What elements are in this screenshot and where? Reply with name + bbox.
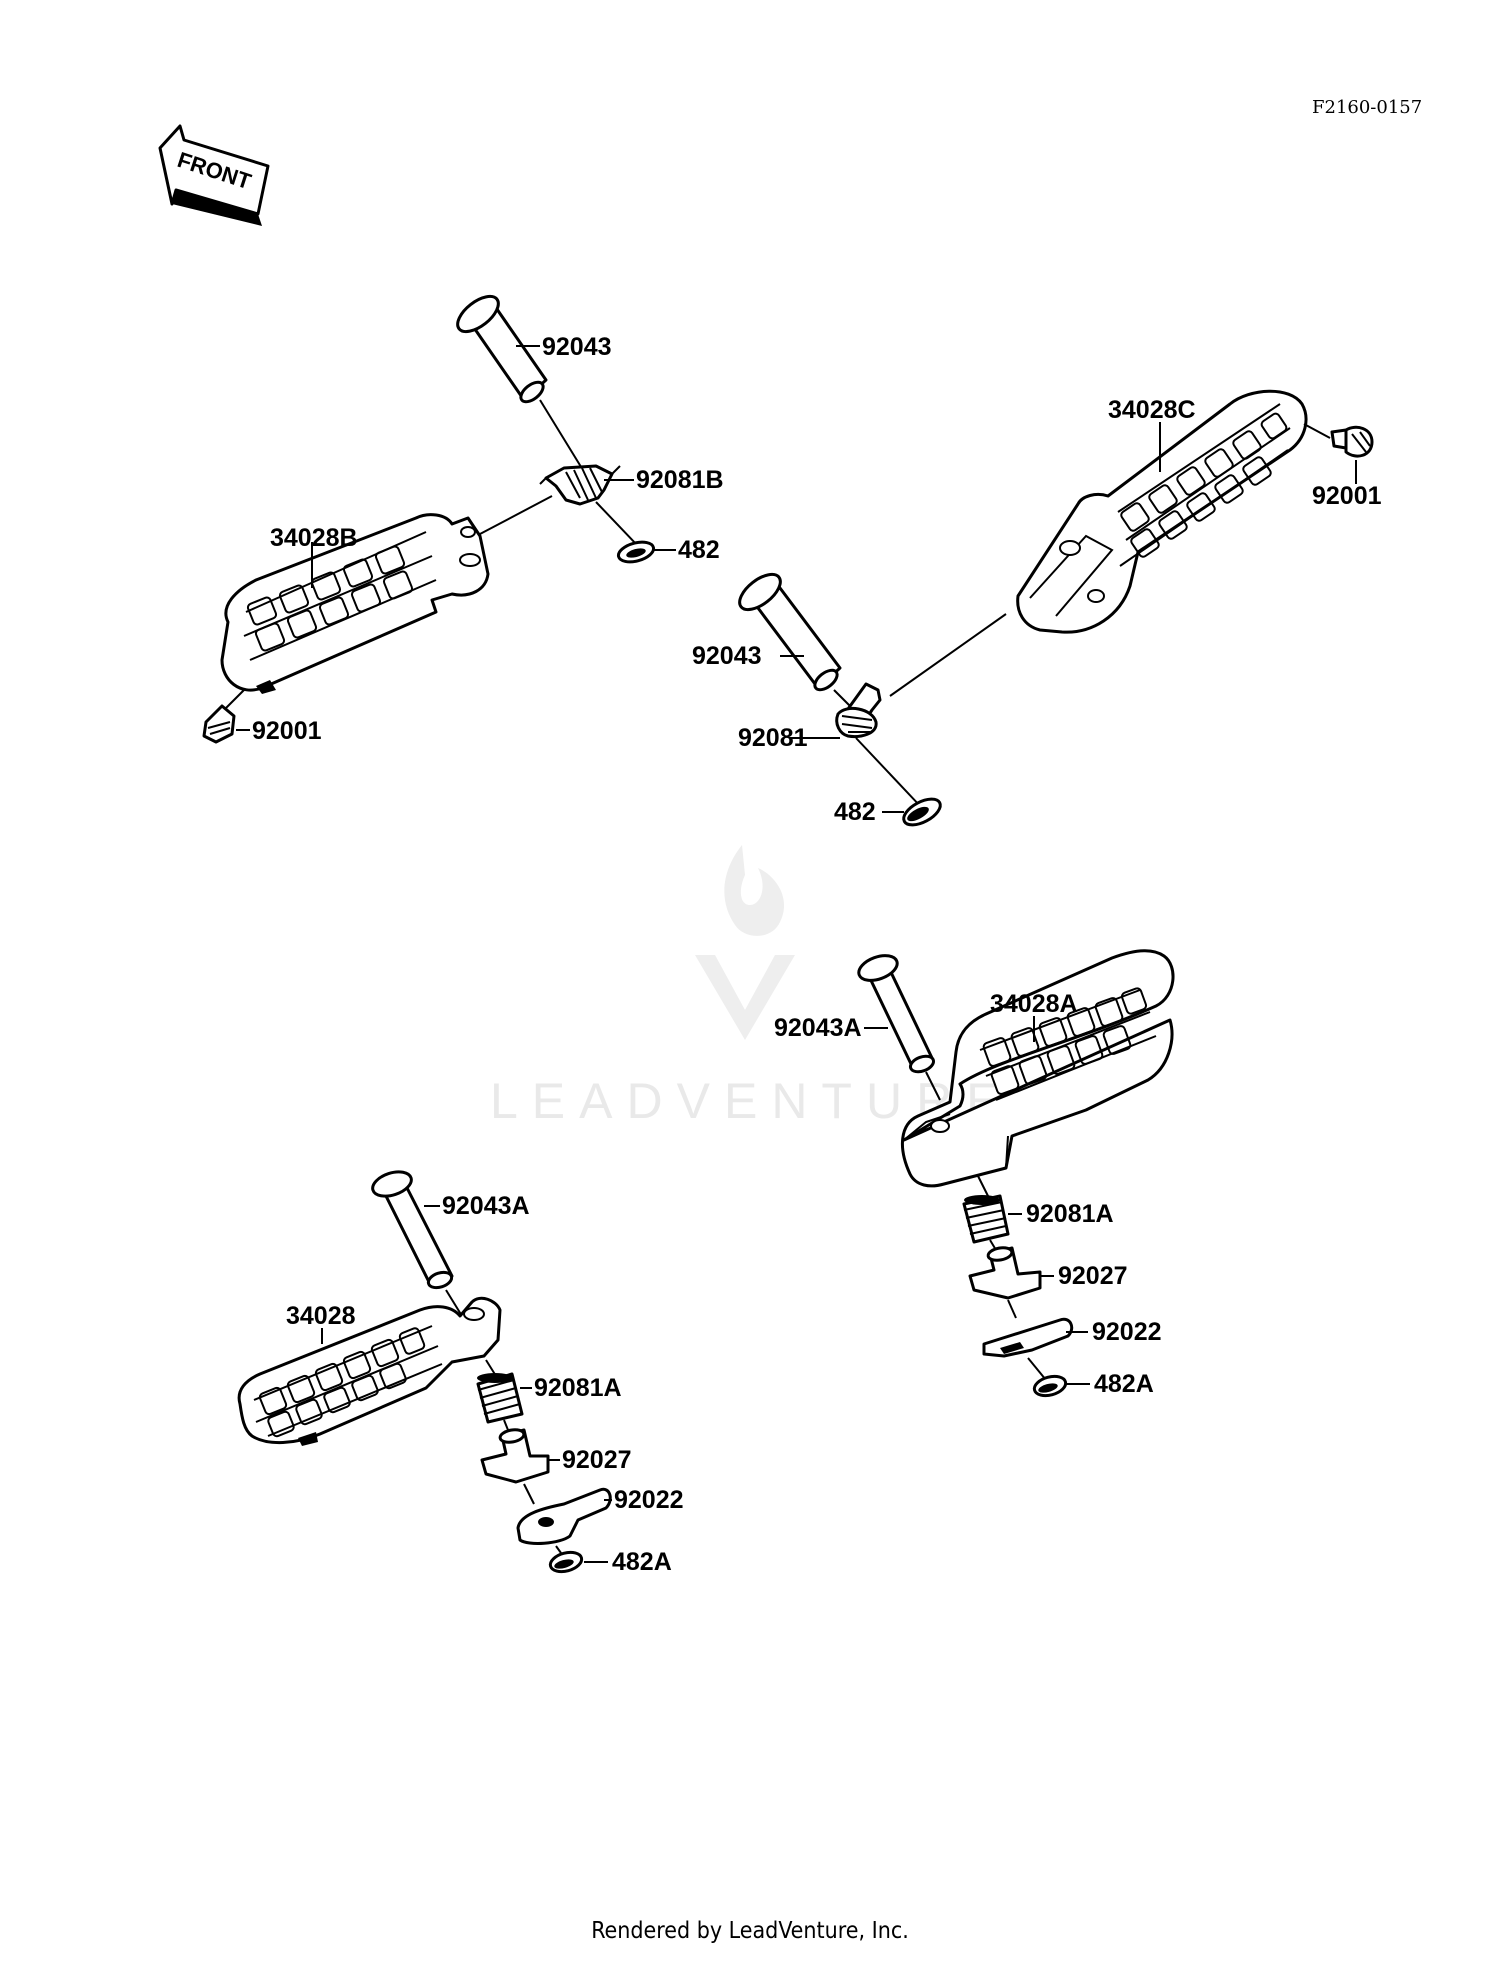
callout-92081: 92081	[738, 724, 808, 752]
callout-92043a: 92043A	[442, 1192, 530, 1220]
assembly-upper-left: 92043 92081B 482 34028B 92001	[202, 294, 724, 745]
assembly-lower-right: 92043A 34028A 92081A 92027 92022 482A	[774, 949, 1175, 1398]
callout-92043: 92043	[542, 333, 612, 361]
callout-92001: 92001	[1312, 482, 1382, 510]
callout-92043a: 92043A	[774, 1014, 862, 1042]
pin-part	[371, 1170, 454, 1290]
clip-part	[548, 1550, 584, 1574]
footpeg-part	[220, 513, 490, 694]
rubber-part	[1330, 425, 1374, 458]
spring-part	[962, 1194, 1010, 1244]
callout-92027: 92027	[562, 1446, 632, 1474]
collar-part	[968, 1246, 1042, 1300]
spring-part	[539, 464, 621, 506]
collar-part	[480, 1428, 550, 1484]
footpeg-part	[237, 1296, 502, 1446]
footer-credit: Rendered by LeadVenture, Inc.	[591, 1918, 909, 1944]
pin-part	[857, 954, 936, 1074]
callout-34028b: 34028B	[270, 524, 358, 552]
callout-92081a: 92081A	[534, 1374, 622, 1402]
callout-92022: 92022	[614, 1486, 684, 1514]
watermark: LEADVENTURE	[490, 845, 1000, 1129]
footpeg-part	[1016, 389, 1308, 634]
callout-92081a: 92081A	[1026, 1200, 1114, 1228]
plate-part	[516, 1487, 612, 1545]
callout-482: 482	[834, 798, 876, 826]
plate-part	[982, 1317, 1074, 1358]
callout-92001: 92001	[252, 717, 322, 745]
clip-part	[1032, 1374, 1068, 1398]
assembly-upper-right: 34028C 92001 92043 92081 482	[692, 389, 1382, 827]
callout-482: 482	[678, 536, 720, 564]
callout-34028c: 34028C	[1108, 396, 1196, 424]
callout-92027: 92027	[1058, 1262, 1128, 1290]
assembly-lower-left: 92043A 34028 92081A 92027 92022 482A	[237, 1170, 684, 1576]
callout-92081b: 92081B	[636, 466, 724, 494]
callout-34028a: 34028A	[990, 990, 1078, 1018]
callout-34028: 34028	[286, 1302, 356, 1330]
callout-482a: 482A	[612, 1548, 672, 1576]
clip-part	[616, 540, 656, 564]
pin-part	[456, 294, 548, 404]
diagram-code: F2160-0157	[1312, 97, 1422, 118]
spring-part	[476, 1372, 524, 1424]
front-arrow-icon: FRONT	[158, 124, 270, 226]
rubber-part	[202, 704, 236, 744]
callout-92022: 92022	[1092, 1318, 1162, 1346]
footpeg-part	[900, 949, 1175, 1188]
callout-92043: 92043	[692, 642, 762, 670]
callout-482a: 482A	[1094, 1370, 1154, 1398]
clip-part	[902, 797, 942, 827]
pin-part	[738, 572, 842, 692]
spring-part	[835, 682, 882, 738]
